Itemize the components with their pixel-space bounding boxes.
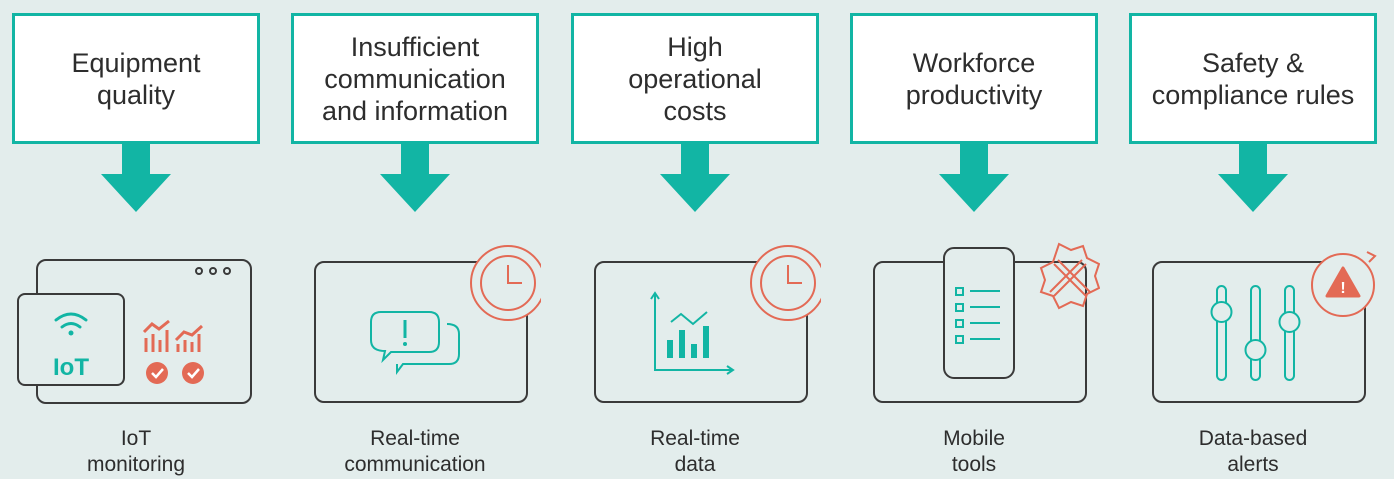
column-mobile: Workforce productivity Mobile tools [850,0,1104,479]
column-alerts: Safety & compliance rules ! Data-based a… [1129,0,1383,479]
solution-label-iot: IoT monitoring [86,427,186,476]
problem-box-communication: Insufficient communication and informati… [291,13,539,144]
problem-box-workforce-productivity: Workforce productivity [850,13,1098,144]
problem-box-equipment-quality: Equipment quality [12,13,260,144]
solution-label-alerts: Data-based alerts [1198,427,1308,476]
down-arrow-icon [939,144,1009,212]
down-arrow-icon [660,144,730,212]
column-iot: Equipment quality IoT IoT monitoring [12,0,266,479]
column-communication: Insufficient communication and informati… [291,0,545,479]
iot-label: IoT [53,354,89,381]
solution-label-data: Real-time data [650,427,740,476]
down-arrow-icon [101,144,171,212]
chart-clock-icon [594,245,821,403]
svg-text:!: ! [1340,280,1345,297]
phone-tools-icon [873,242,1100,403]
problem-box-safety-compliance: Safety & compliance rules [1129,13,1377,144]
column-data: High operational costs Real-time data [571,0,825,479]
solution-label-communication: Real-time communication [344,427,486,476]
problem-box-operational-costs: High operational costs [571,13,819,144]
solution-label-mobile: Mobile tools [943,427,1005,476]
chat-clock-icon [314,245,541,403]
down-arrow-icon [380,144,450,212]
iot-dashboard-icon: IoT [17,259,252,404]
down-arrow-icon [1218,144,1288,212]
sliders-alert-icon: ! [1152,251,1377,403]
